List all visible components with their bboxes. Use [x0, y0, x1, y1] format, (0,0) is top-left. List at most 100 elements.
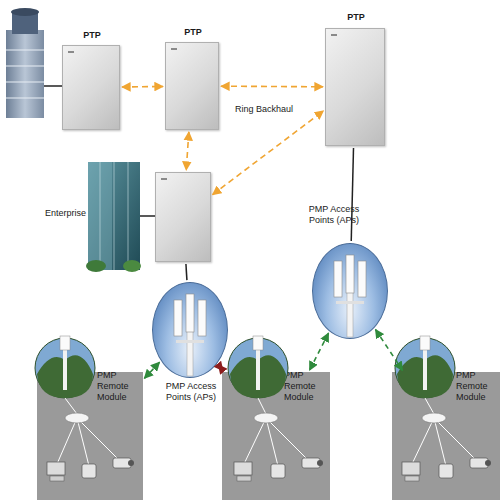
sector-antenna — [198, 300, 206, 336]
remote-radio — [420, 336, 430, 350]
building-link — [44, 85, 62, 87]
remote-module-label: PMP Remote Module — [97, 370, 141, 402]
sector-antenna — [174, 300, 182, 336]
remote-module-label: PMP Remote Module — [284, 370, 328, 402]
link-connector — [351, 148, 353, 241]
computer-base — [237, 476, 251, 481]
lan-wire — [266, 418, 310, 462]
sector-antenna — [358, 261, 366, 297]
lan-wire — [434, 418, 446, 466]
remote-pole — [423, 342, 427, 390]
remote-pole — [256, 342, 260, 390]
remote-pole — [63, 342, 67, 390]
building-mullion — [128, 162, 129, 270]
building-floor — [6, 66, 44, 67]
building-floor — [6, 82, 44, 83]
site-label: Enterprise — [45, 208, 86, 219]
access-point-tower — [334, 255, 366, 337]
link-connector — [144, 362, 159, 378]
tree — [86, 260, 106, 272]
tower-bracket — [336, 301, 364, 304]
lan-wire — [77, 418, 121, 462]
sector-antenna — [186, 294, 194, 332]
site-photo — [228, 338, 288, 398]
link-connector — [221, 85, 323, 87]
computer-icon — [47, 462, 65, 475]
phone-icon — [439, 464, 453, 478]
access-point: PMP Access Points (APs) — [312, 243, 388, 339]
lan-wire — [57, 418, 77, 464]
remote-radio — [253, 336, 263, 350]
link-connector — [213, 111, 324, 195]
lan-wire — [77, 418, 89, 466]
remote-module-label: PMP Remote Module — [456, 370, 498, 402]
link-connector — [375, 329, 402, 370]
router-icon — [254, 413, 278, 423]
remote-module: PMP Remote Module — [222, 372, 330, 500]
tower-pole — [187, 296, 193, 376]
sector-antenna — [334, 261, 342, 297]
camera-icon — [470, 458, 488, 468]
sector-antenna — [346, 255, 354, 293]
link-connector — [186, 264, 187, 280]
tree — [123, 260, 141, 272]
building-floor — [6, 98, 44, 99]
tower-bracket — [176, 340, 204, 343]
link-connector — [218, 365, 222, 370]
tree-canopy — [37, 355, 93, 398]
remote-radio — [60, 336, 70, 350]
enterprise-building — [88, 162, 140, 270]
panel-logo — [68, 51, 74, 53]
office-building — [6, 30, 44, 118]
camera-icon — [302, 458, 320, 468]
link-connector — [186, 132, 189, 170]
link-connector — [122, 86, 163, 88]
ptp-panel — [155, 172, 211, 262]
computer-base — [50, 476, 64, 481]
camera-icon — [113, 458, 131, 468]
access-point-label: PMP Access Points (APs) — [159, 381, 223, 403]
building-roof — [11, 8, 39, 16]
router-icon — [65, 413, 89, 423]
access-point: PMP Access Points (APs) — [152, 282, 228, 378]
router-icon — [422, 413, 446, 423]
tower-pole — [347, 257, 353, 337]
link-connector — [310, 333, 329, 370]
ptp-panel: PTP — [325, 28, 385, 146]
link-label: Ring Backhaul — [235, 104, 293, 115]
ptp-panel: PTP — [62, 45, 120, 130]
phone-icon — [271, 464, 285, 478]
panel-logo — [331, 34, 337, 36]
remote-illustration — [35, 336, 134, 481]
phone-icon — [82, 464, 96, 478]
building-link — [140, 215, 155, 217]
camera-lens — [317, 460, 323, 466]
lan-wire — [266, 418, 278, 466]
panel-logo — [171, 48, 177, 50]
lan-wire — [434, 418, 478, 462]
ptp-panel-label: PTP — [53, 30, 131, 41]
site-photo — [35, 338, 95, 398]
ptp-panel-label: PTP — [317, 12, 395, 23]
lan-wire — [65, 398, 77, 414]
access-point-tower — [174, 294, 206, 376]
access-point-label: PMP Access Points (APs) — [299, 204, 369, 226]
panel-logo — [161, 178, 167, 180]
computer-icon — [402, 462, 420, 475]
site-photo — [395, 338, 455, 398]
building-floor — [6, 50, 44, 51]
ptp-panel-label: PTP — [154, 27, 232, 38]
lan-wire — [258, 398, 266, 414]
remote-module: PMP Remote Module — [392, 372, 500, 500]
camera-lens — [128, 460, 134, 466]
building-mullion — [114, 162, 115, 270]
remote-illustration — [395, 336, 491, 481]
remote-illustration — [228, 336, 323, 481]
computer-base — [405, 476, 419, 481]
lan-wire — [244, 418, 266, 464]
